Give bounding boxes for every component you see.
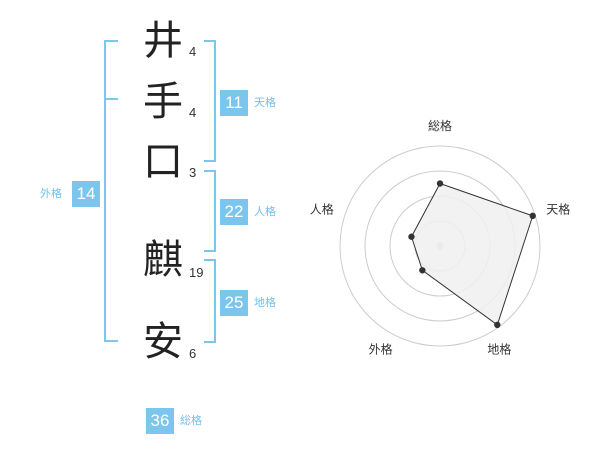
radar-ring-4 bbox=[339, 145, 541, 347]
radar-point-1 bbox=[436, 180, 444, 187]
stroke-count-4: 19 bbox=[189, 265, 204, 280]
soukaku-label: 総格 bbox=[180, 414, 202, 427]
chikaku-label: 地格 bbox=[254, 296, 276, 309]
stroke-count-1: 4 bbox=[189, 44, 197, 59]
radar-axis-label-3: 地格 bbox=[487, 341, 511, 356]
radar-point-4 bbox=[419, 267, 426, 274]
name-char-2: 手 bbox=[143, 79, 183, 125]
soukaku-badge: 36 bbox=[146, 408, 174, 434]
radar-axis-label-2: 天格 bbox=[546, 202, 570, 217]
tenkaku-label: 天格 bbox=[254, 96, 276, 109]
name-char-1: 井 bbox=[143, 18, 183, 64]
radar-area bbox=[410, 182, 534, 326]
gaikaku-bracket-tick bbox=[104, 98, 118, 100]
stroke-count-2: 4 bbox=[189, 105, 197, 120]
stroke-count-5: 6 bbox=[189, 346, 197, 361]
radar-axis-label-1: 総格 bbox=[428, 118, 452, 133]
tenkaku-badge: 11 bbox=[220, 90, 248, 116]
name-char-3: 口 bbox=[143, 139, 183, 185]
jinkaku-label: 人格 bbox=[254, 205, 276, 218]
jinkaku-bracket bbox=[204, 170, 216, 252]
radar-polygon bbox=[410, 182, 534, 326]
chikaku-bracket bbox=[204, 259, 216, 343]
radar-axis-label-4: 外格 bbox=[369, 341, 393, 356]
gaikaku-badge: 14 bbox=[72, 181, 100, 207]
radar-point-5 bbox=[408, 233, 415, 240]
name-char-5: 安 bbox=[143, 319, 183, 365]
radar-points bbox=[408, 180, 536, 329]
jinkaku-badge: 22 bbox=[220, 199, 248, 225]
chikaku-badge: 25 bbox=[220, 290, 248, 316]
gaikaku-label: 外格 bbox=[40, 187, 62, 200]
radar-axis-label-5: 人格 bbox=[310, 202, 334, 217]
gaikaku-bracket bbox=[104, 40, 118, 342]
tenkaku-bracket bbox=[204, 40, 216, 162]
radar-point-2 bbox=[529, 212, 536, 220]
name-char-4: 麒 bbox=[143, 237, 183, 283]
radar-point-3 bbox=[494, 321, 501, 329]
stroke-count-3: 3 bbox=[189, 165, 197, 180]
